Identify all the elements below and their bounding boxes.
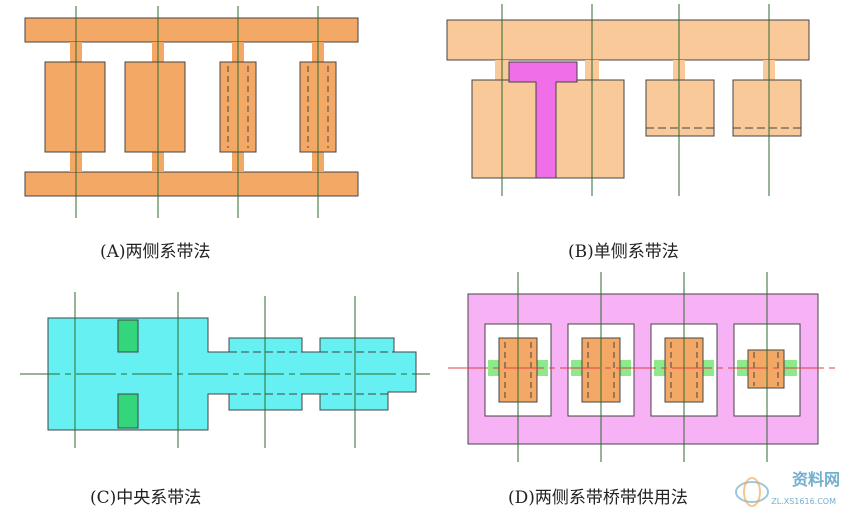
b-top-bar [446, 19, 810, 61]
caption-d: (D)两侧系带桥带供用法 [508, 488, 688, 508]
caption-b: (B)单侧系带法 [568, 242, 679, 262]
a-top-bar [24, 17, 359, 43]
c-green-slot-bottom [117, 393, 139, 429]
watermark-logo-icon [735, 477, 769, 507]
watermark-url: ZL.XS1616.COM [771, 497, 836, 506]
watermark-text: 资料网 [791, 470, 840, 489]
b-t-insert [508, 61, 578, 179]
b-part-2 [645, 79, 715, 137]
a-bottom-bar [24, 171, 359, 197]
d-part-4 [747, 349, 785, 389]
a-part-1 [44, 61, 106, 153]
c-green-slot-top [117, 319, 139, 353]
panel-a [24, 6, 359, 218]
caption-a: (A)两侧系带法 [100, 242, 211, 262]
b-part-3 [732, 79, 802, 137]
panel-c [20, 292, 430, 448]
caption-c: (C)中央系带法 [90, 488, 202, 508]
panel-b [446, 4, 810, 196]
a-part-2 [124, 61, 186, 153]
panel-d [448, 272, 840, 462]
